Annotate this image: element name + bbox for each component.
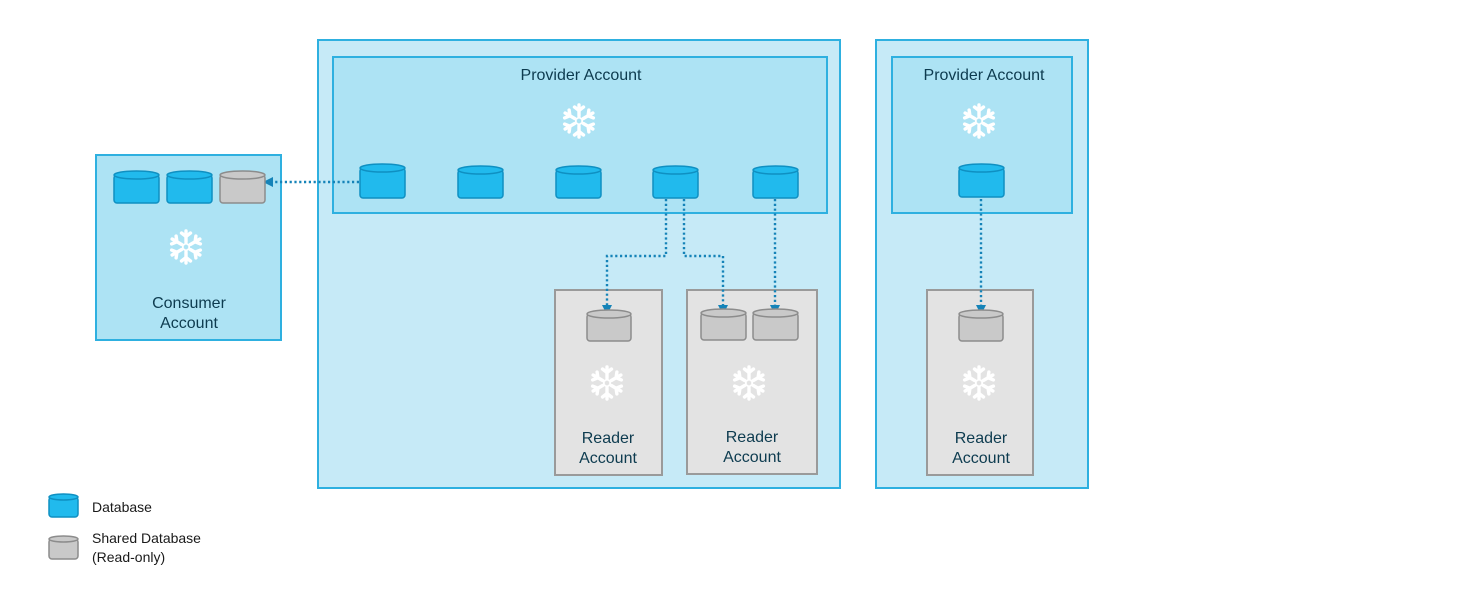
- database-icon: [113, 170, 160, 204]
- arrow-to-reader-1: [601, 199, 668, 316]
- database-icon: [359, 163, 406, 199]
- reader-account-2-label-line2: Account: [723, 449, 781, 466]
- legend-shared-database-icon: [48, 535, 79, 560]
- database-icon: [958, 163, 1005, 198]
- database-icon: [457, 165, 504, 199]
- shared-database-icon: [958, 309, 1004, 342]
- provider-account-1-label: Provider Account: [521, 67, 643, 84]
- shared-database-icon: [219, 170, 266, 204]
- database-icon: [652, 165, 699, 199]
- reader-account-1-label-line1: Reader: [582, 430, 635, 447]
- reader-account-2-label-line1: Reader: [726, 429, 779, 446]
- shared-database-icon: [752, 308, 799, 341]
- share-arrows: [262, 176, 987, 316]
- reader-account-3-label-line2: Account: [952, 450, 1010, 467]
- reader-account-1-label-line2: Account: [579, 450, 637, 467]
- database-icon: [555, 165, 602, 199]
- shared-database-icon: [700, 308, 747, 341]
- legend-database-label: Database: [92, 499, 152, 515]
- legend-shared-label-line1: Shared Database: [92, 530, 201, 546]
- shared-database-icon: [586, 309, 632, 342]
- reader-account-3-label-line1: Reader: [955, 430, 1008, 447]
- database-icon: [166, 170, 213, 204]
- database-icon: [752, 165, 799, 199]
- provider-account-2-label: Provider Account: [924, 67, 1046, 84]
- legend: Database Shared Database (Read-only): [48, 493, 201, 565]
- consumer-account-label-line1: Consumer: [152, 295, 226, 312]
- consumer-account-label-line2: Account: [160, 315, 218, 332]
- legend-database-icon: [48, 493, 79, 518]
- legend-shared-label-line2: (Read-only): [92, 549, 165, 565]
